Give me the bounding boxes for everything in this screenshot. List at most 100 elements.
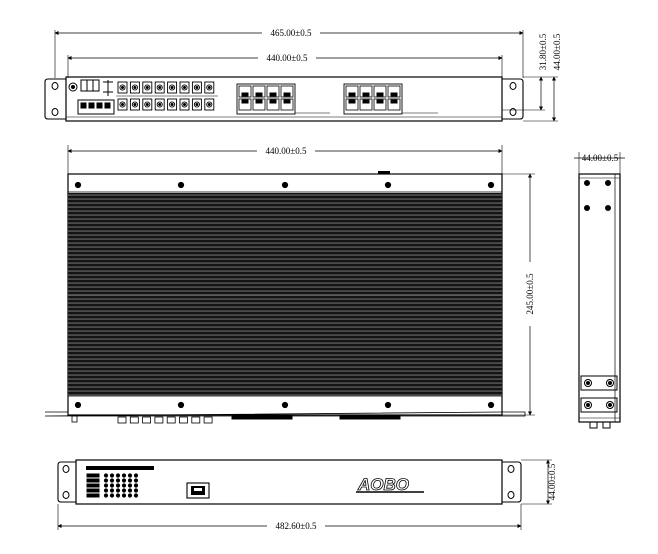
- rj45-port: [373, 85, 387, 98]
- screw: [74, 401, 82, 409]
- dimension-side-width: 44.00±0.5: [574, 152, 625, 175]
- rj45-port: [280, 85, 294, 98]
- legend-dot: [133, 488, 139, 493]
- rj45-port: [387, 98, 401, 111]
- legend-dot: [127, 488, 133, 493]
- console-block: [77, 99, 115, 115]
- legend-dot: [115, 473, 121, 478]
- legend-dot: [103, 483, 109, 488]
- legend-dot: [127, 473, 133, 478]
- rj45-block: [343, 83, 403, 115]
- ground-screw-icon: [68, 82, 78, 92]
- screw: [74, 181, 82, 189]
- side-view: 44.00±0.5: [574, 152, 625, 429]
- fiber-port: [129, 98, 140, 111]
- legend-dot: [121, 473, 127, 478]
- mounting-hole: [51, 108, 59, 116]
- fiber-port: [191, 81, 202, 94]
- port-tab: [154, 416, 164, 424]
- heatsink-fins: [68, 193, 502, 396]
- legend-bar: [86, 488, 100, 493]
- legend-dot: [127, 483, 133, 488]
- legend-dot: [103, 493, 109, 498]
- fiber-port: [179, 81, 190, 94]
- dimension-label: 44.00±0.5: [582, 153, 619, 163]
- screw: [177, 401, 185, 409]
- fiber-port: [142, 81, 153, 94]
- dimension-front-heights: 31.80±0.5 44.00±0.5: [502, 33, 562, 122]
- port-tab: [117, 416, 127, 424]
- port-tab: [71, 415, 78, 423]
- legend-dot: [133, 473, 139, 478]
- rj45-ports: [236, 83, 438, 115]
- rj45-block: [236, 83, 296, 115]
- rear-ear-left: [57, 461, 76, 503]
- mounting-ear-right: [502, 78, 524, 120]
- dimension-rear-height: 44.00±0.5: [521, 459, 557, 505]
- front-view: 465.00±0.5 440.00±0.5 31.80±0.5 44.00±0.…: [44, 27, 562, 122]
- legend-dot: [133, 478, 139, 483]
- rj45-port: [373, 98, 387, 111]
- screw: [487, 401, 495, 409]
- indicator-legend: [86, 473, 139, 498]
- rj45-port: [359, 98, 373, 111]
- dimension-label: 482.60±0.5: [276, 521, 317, 531]
- port-tab: [166, 416, 176, 424]
- legend-dot: [109, 473, 115, 478]
- fiber-port: [154, 98, 165, 111]
- mounting-hole: [509, 82, 517, 90]
- dimension-body-width: 440.00±0.5: [67, 52, 503, 78]
- console-port: [186, 482, 210, 499]
- dimension-label: 245.00±0.5: [525, 273, 535, 314]
- dimension-label: 31.80±0.5: [538, 33, 548, 70]
- fiber-port: [129, 81, 140, 94]
- chassis-side: [578, 173, 621, 423]
- legend-dot: [115, 483, 121, 488]
- port-tab: [203, 416, 213, 424]
- legend-dot: [109, 478, 115, 483]
- fiber-port: [204, 81, 215, 94]
- fiber-port: [191, 98, 202, 111]
- screw: [281, 401, 289, 409]
- dimension-top-depth: 245.00±0.5: [502, 173, 536, 416]
- power-terminal: [80, 79, 100, 92]
- fiber-port: [117, 98, 128, 111]
- legend-dot: [127, 493, 133, 498]
- fiber-port: [117, 81, 128, 94]
- screw: [281, 181, 289, 189]
- dimension-label: 44.00±0.5: [547, 463, 557, 500]
- mounting-ear-left: [44, 78, 66, 120]
- legend-dot: [133, 483, 139, 488]
- front-panel: [65, 76, 503, 122]
- fiber-port: [154, 81, 165, 94]
- port-tab: [231, 415, 293, 420]
- legend-dot: [121, 493, 127, 498]
- rj45-port: [280, 98, 294, 111]
- screw: [487, 181, 495, 189]
- port-tab: [191, 416, 201, 424]
- port-tab: [339, 415, 401, 420]
- dimension-label: 465.00±0.5: [271, 28, 312, 38]
- top-view: 440.00±0.5 245.00±0.5: [44, 145, 536, 424]
- legend-dot: [133, 493, 139, 498]
- legend-dot: [121, 478, 127, 483]
- fiber-port: [179, 98, 190, 111]
- rj45-port: [252, 85, 266, 98]
- fiber-ports: [116, 81, 218, 111]
- legend-dot: [103, 478, 109, 483]
- screw: [384, 181, 392, 189]
- dimension-label: 440.00±0.5: [266, 146, 307, 156]
- legend-bar: [86, 478, 100, 483]
- fiber-port: [142, 98, 153, 111]
- brand-logo: AOBO: [356, 475, 424, 494]
- legend-dot: [127, 478, 133, 483]
- port-tab: [129, 416, 139, 424]
- legend-dot: [103, 488, 109, 493]
- rear-panel: [75, 459, 503, 505]
- mounting-hole: [509, 108, 517, 116]
- top-screws: [74, 181, 495, 409]
- fiber-port: [204, 98, 215, 111]
- legend-dot: [115, 493, 121, 498]
- rj45-port: [266, 85, 280, 98]
- rj45-port: [359, 85, 373, 98]
